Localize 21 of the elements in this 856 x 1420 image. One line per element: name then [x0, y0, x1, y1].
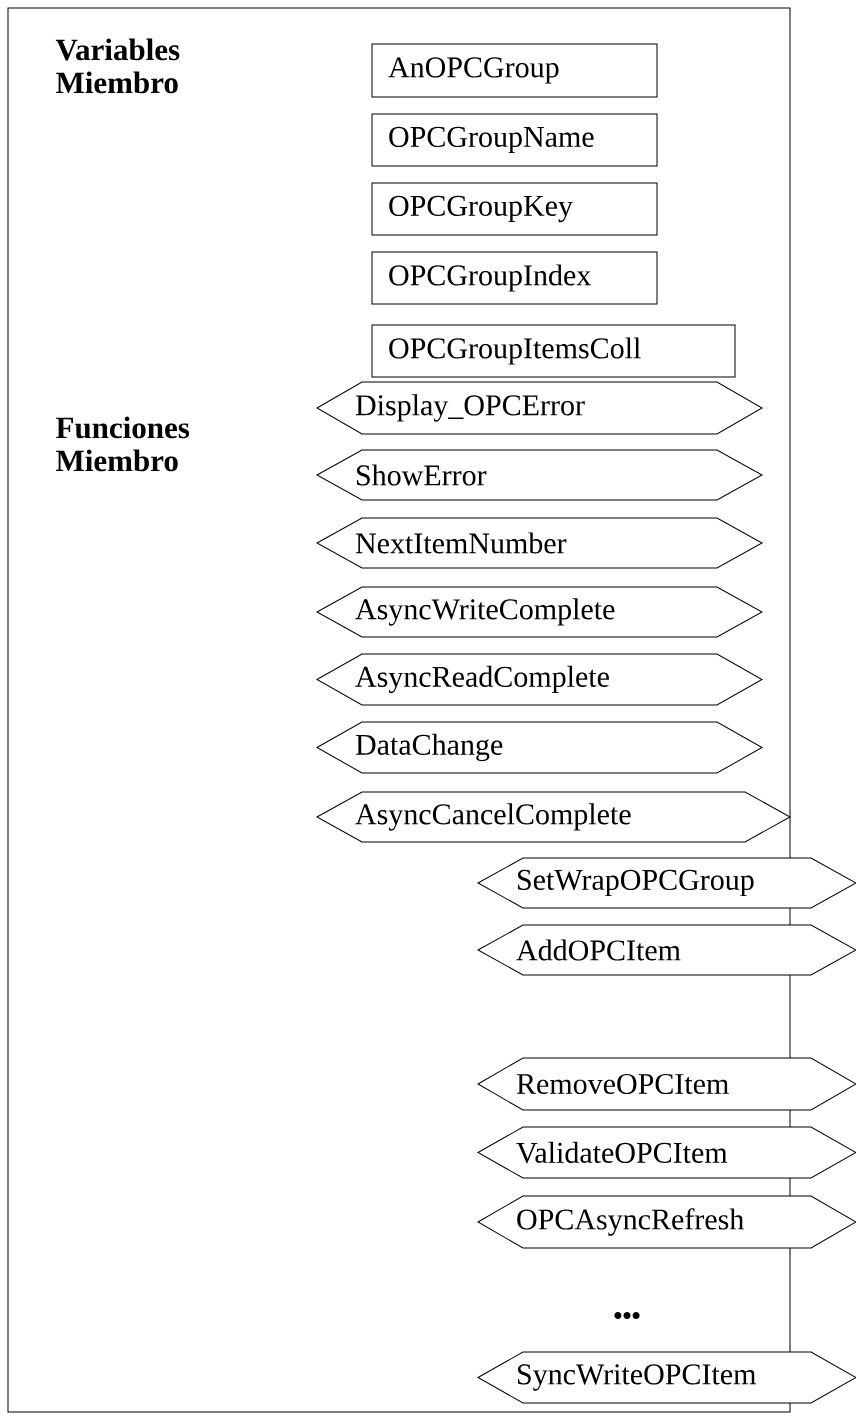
node-label: OPCAsyncRefresh: [517, 1208, 744, 1236]
node-label: AddOPCItem: [516, 939, 681, 961]
node-label: SetWrapOPCGroup: [518, 869, 754, 897]
section-heading: Variables Miembro: [55, 38, 180, 94]
function-hexagon: SyncWriteOPCItem: [477, 1351, 856, 1404]
ellipsis: •••: [614, 1311, 640, 1319]
function-hexagon: OPCAsyncRefresh: [477, 1195, 856, 1249]
function-hexagon: ValidateOPCItem: [477, 1126, 856, 1179]
class-frame: [7, 7, 791, 1413]
variable-box: OPCGroupName: [371, 113, 658, 167]
function-hexagon: AsyncCancelComplete: [316, 791, 791, 843]
variable-box: OPCGroupItemsColl: [371, 324, 736, 378]
variable-box: OPCGroupKey: [371, 182, 658, 236]
variable-box: OPCGroupIndex: [371, 251, 658, 305]
variable-box: AnOPCGroup: [371, 43, 658, 98]
function-hexagon: RemoveOPCItem: [477, 1057, 856, 1111]
function-hexagon: SetWrapOPCGroup: [477, 857, 856, 909]
function-hexagon: AddOPCItem: [477, 924, 856, 976]
node-label: ValidateOPCItem: [516, 1141, 728, 1164]
node-label: SyncWriteOPCItem: [518, 1364, 756, 1391]
section-heading: Funciones Miembro: [56, 416, 190, 472]
